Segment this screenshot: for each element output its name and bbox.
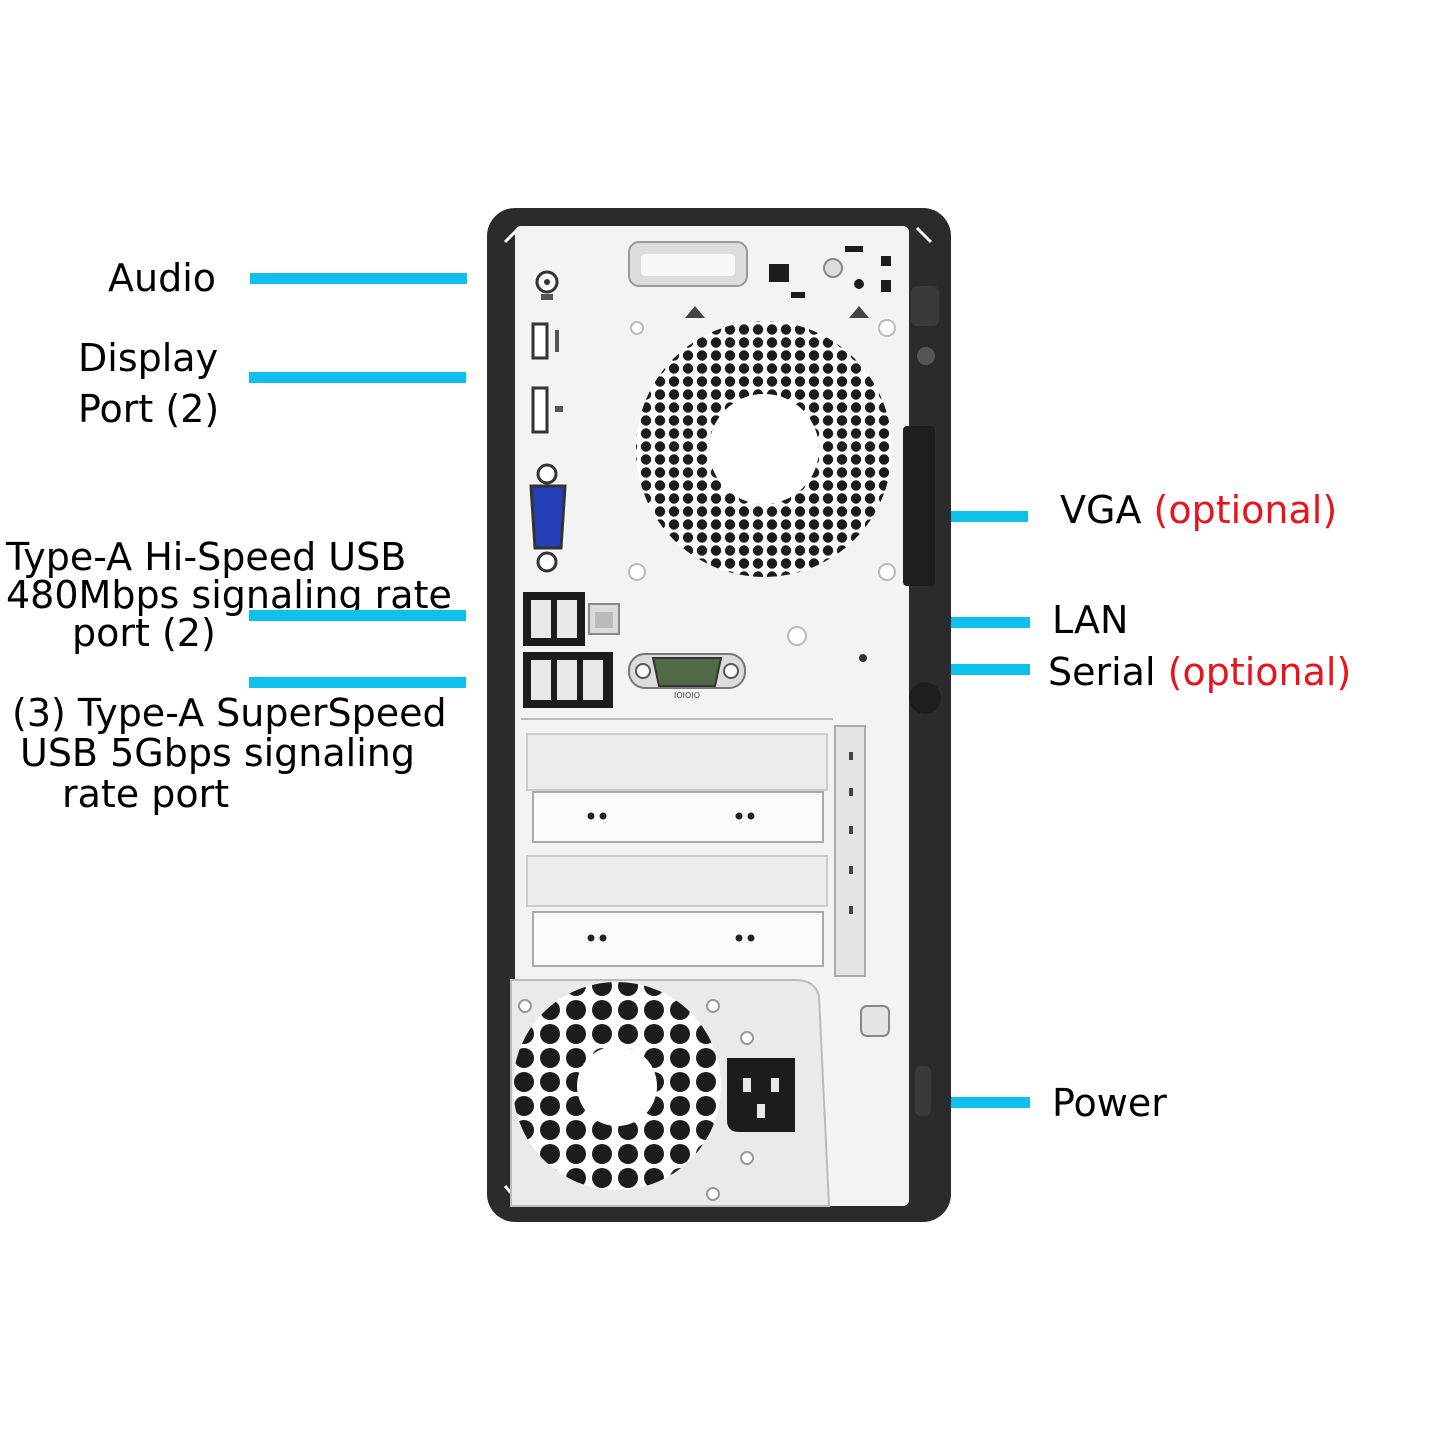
vga-optional-text: (optional) [1153,488,1338,532]
audio-label: Audio [108,256,217,300]
lan-label: LAN [1052,598,1129,642]
display-port-leader-line [249,372,466,383]
padlock-handle [628,241,748,287]
pc-tower-rear-illustration: IOIOIO [487,208,951,1222]
usb-superspeed-ports [523,652,613,708]
usb-superspeed-leader-line [249,677,466,688]
display-port-label-line2: Port (2) [78,387,220,431]
warning-triangle-icon [685,306,705,318]
serial-port: IOIOIO [628,653,746,700]
usb-superspeed-label-line2: USB 5Gbps signaling [20,731,415,775]
displayport-1 [531,322,559,360]
serial-label-text: Serial [1048,650,1156,694]
serial-label: Serial (optional) [1048,652,1351,692]
small-dot [859,654,867,662]
audio-jack [535,270,559,300]
usb-hispeed-label-line3: port (2) [72,611,216,655]
vga-port [529,463,567,573]
display-port-label-line1: Display [78,336,219,380]
audio-leader-line [250,273,467,284]
vga-label-text: VGA [1060,488,1142,532]
lan-port [588,603,620,635]
expansion-slot-3 [526,855,828,907]
usb-superspeed-label-line1: (3) Type-A SuperSpeed [12,691,447,735]
displayport-2 [531,386,563,434]
top-right-indicators [769,246,891,298]
system-fan-grille [636,321,892,577]
usb-hispeed-label-line2: 480Mbps signaling rate [6,573,452,617]
usb-hispeed-leader-line [249,610,466,621]
vga-label: VGA (optional) [1060,490,1337,530]
expansion-slots [521,718,890,1037]
chassis-screws [628,319,896,646]
usb-hispeed-label-line1: Type-A Hi-Speed USB [6,535,407,579]
warning-triangle-icon-2 [849,306,869,318]
serial-optional-text: (optional) [1167,650,1352,694]
power-supply [510,979,831,1207]
usb-hispeed-ports [523,592,585,646]
power-label: Power [1052,1081,1167,1125]
screw-icon [823,258,843,278]
usb-superspeed-label-line3: rate port [62,772,230,816]
expansion-slot-4 [532,911,824,967]
expansion-slot-1 [526,733,828,791]
serial-port-marking: IOIOIO [674,691,700,700]
power-inlet [727,1058,795,1132]
expansion-slot-2 [532,791,824,843]
